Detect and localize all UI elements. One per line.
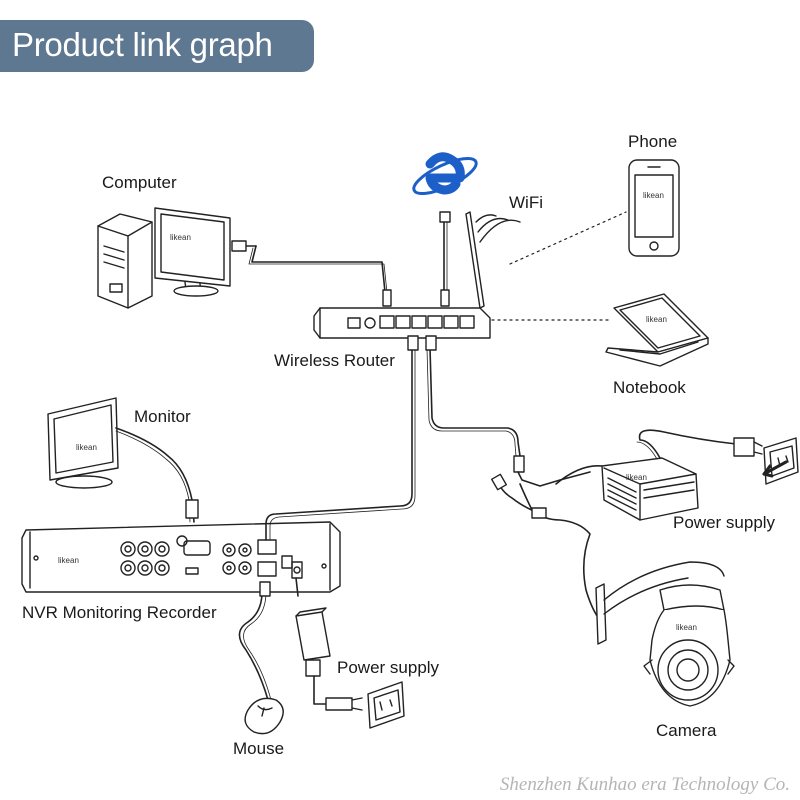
brand-text: likean xyxy=(646,315,667,324)
nvr-power-adapter xyxy=(295,607,331,677)
notebook-device: likean xyxy=(605,293,709,367)
label-monitor: Monitor xyxy=(134,407,191,426)
label-nvr: NVR Monitoring Recorder xyxy=(22,603,217,622)
nvr-recorder: likean xyxy=(21,521,341,593)
phone-device: likean xyxy=(628,159,680,257)
ptz-camera: likean xyxy=(595,561,735,707)
wifi-signal-icon xyxy=(475,214,521,243)
computer-tower xyxy=(97,213,153,309)
label-mouse: Mouse xyxy=(233,739,285,758)
router-camera-cable xyxy=(429,347,521,457)
cctv-monitor: likean xyxy=(47,397,119,489)
monitor-cable xyxy=(115,427,195,523)
computer-cable xyxy=(251,245,387,303)
camera-power-supply: likean xyxy=(601,457,699,521)
mouse-cable xyxy=(238,591,269,713)
company-watermark: Shenzhen Kunhao era Technology Co. xyxy=(499,774,790,795)
brand-text: likean xyxy=(76,443,97,452)
router-nvr-cable xyxy=(265,347,413,541)
label-notebook: Notebook xyxy=(613,378,686,397)
wall-outlet-camera xyxy=(763,437,799,485)
brand-text: likean xyxy=(58,556,79,565)
label-wireless-router: Wireless Router xyxy=(274,351,395,370)
computer-monitor: likean xyxy=(154,207,231,297)
title-banner: Product link graph xyxy=(0,20,314,72)
label-wifi: WiFi xyxy=(509,193,543,212)
label-camera: Camera xyxy=(656,721,717,740)
wall-outlet-nvr xyxy=(367,681,405,729)
label-phone: Phone xyxy=(628,132,678,151)
brand-text: likean xyxy=(626,473,647,482)
brand-text: likean xyxy=(643,191,664,200)
brand-text: likean xyxy=(676,623,697,632)
label-power-supply-nvr: Power supply xyxy=(337,658,440,677)
brand-text: likean xyxy=(170,233,191,242)
label-power-supply-camera: Power supply xyxy=(673,513,776,532)
label-computer: Computer xyxy=(102,173,177,192)
wireless-router xyxy=(313,211,491,339)
mouse-device xyxy=(244,697,284,735)
page-title: Product link graph xyxy=(12,26,273,63)
internet-explorer-icon xyxy=(412,152,478,195)
rj45-plug-computer xyxy=(231,240,257,252)
